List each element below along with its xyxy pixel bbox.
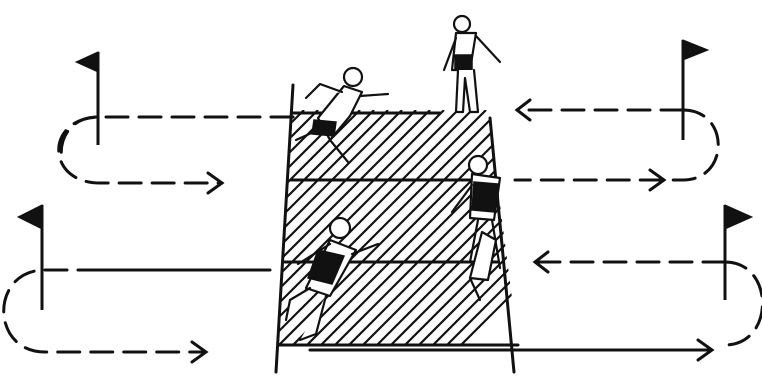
- hatch-line: [0, 110, 192, 345]
- hatch-line: [41, 110, 276, 345]
- hatch-line: [111, 110, 346, 345]
- hatch-line: [55, 110, 290, 345]
- hatch-line: [0, 110, 234, 345]
- hatch-line: [433, 110, 668, 345]
- hatch-line: [251, 110, 486, 345]
- hatch-line: [0, 110, 206, 345]
- hatch-line: [447, 110, 682, 345]
- runner-top-left-icon: [296, 68, 388, 162]
- hatch-line: [195, 110, 430, 345]
- flag-top-right-icon: [683, 40, 708, 140]
- hatch-line: [0, 110, 150, 345]
- hatch-line: [97, 110, 332, 345]
- hatch-line: [0, 110, 164, 345]
- hatch-line: [125, 110, 360, 345]
- hatch-line: [69, 110, 304, 345]
- hatch-line: [265, 110, 500, 345]
- lane-top-right: [515, 100, 718, 190]
- flag-bottom-left-icon: [18, 205, 42, 310]
- flag-bottom-right-icon: [725, 205, 752, 300]
- hatch-line: [181, 110, 416, 345]
- runner-top-waiting-icon: [444, 16, 500, 112]
- hatch-line: [0, 110, 178, 345]
- hatch-line: [377, 110, 612, 345]
- hatch-line: [349, 110, 584, 345]
- hatch-line: [321, 110, 556, 345]
- hatch-line: [0, 110, 220, 345]
- hatch-line: [461, 110, 696, 345]
- hatch-line: [153, 110, 388, 345]
- hatch-line: [419, 110, 654, 345]
- lane-top-left: [59, 117, 293, 193]
- hatch-line: [237, 110, 472, 345]
- hatch-line: [209, 110, 444, 345]
- hatch-line: [279, 110, 514, 345]
- hatch-line: [363, 110, 598, 345]
- hatch-line: [405, 110, 640, 345]
- hatch-line: [335, 110, 570, 345]
- flag-top-left-icon: [76, 52, 98, 145]
- hatch-line: [13, 110, 248, 345]
- hatch-line: [83, 110, 318, 345]
- lane-bottom-left: [4, 270, 270, 362]
